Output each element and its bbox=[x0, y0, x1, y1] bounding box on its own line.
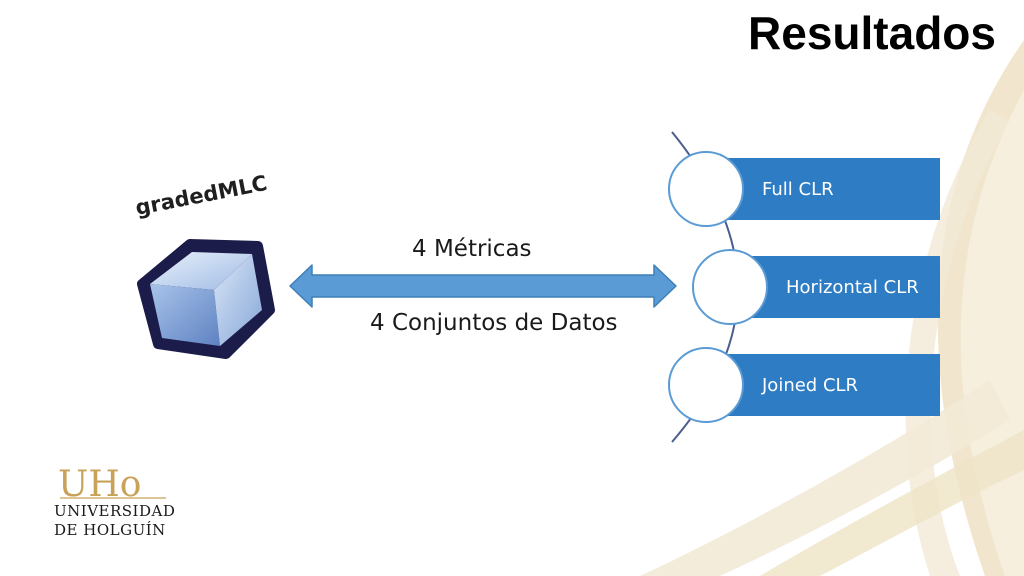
list-item-joined-clr: Joined CLR bbox=[718, 354, 940, 416]
slide-title: Resultados bbox=[748, 7, 996, 59]
double-arrow-icon bbox=[289, 264, 677, 308]
list-item-label: Full CLR bbox=[762, 178, 834, 200]
logo-text-line2: DE HOLGUÍN bbox=[54, 521, 166, 539]
datasets-label: 4 Conjuntos de Datos bbox=[370, 310, 618, 336]
list-item-label: Horizontal CLR bbox=[786, 276, 919, 298]
cube-icon bbox=[137, 239, 275, 359]
list-item-label: Joined CLR bbox=[762, 374, 859, 396]
list-bullet-circle bbox=[692, 249, 768, 325]
list-item-full-clr: Full CLR bbox=[718, 158, 940, 220]
logo-monogram: UHo bbox=[58, 464, 141, 505]
university-logo-icon: UHo bbox=[58, 464, 166, 505]
metrics-label: 4 Métricas bbox=[412, 236, 532, 262]
list-bullet-circle bbox=[668, 151, 744, 227]
logo-text-line1: UNIVERSIDAD bbox=[54, 502, 176, 520]
list-bullet-circle bbox=[668, 347, 744, 423]
